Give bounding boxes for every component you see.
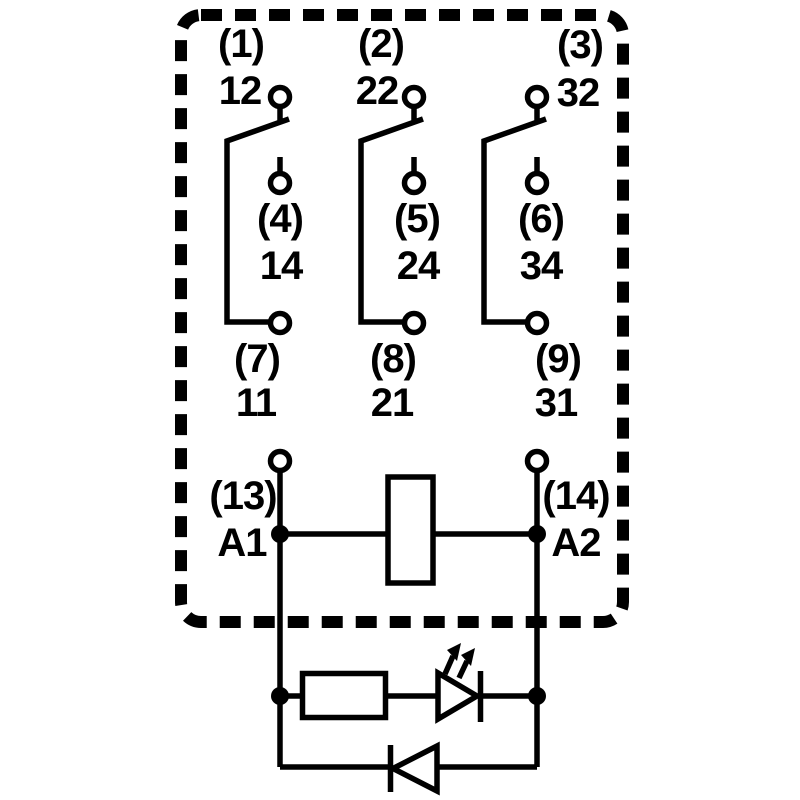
pole-2-nc-terminal-icon: [401, 84, 427, 110]
pole-2-no-pin-label: (5): [394, 197, 440, 241]
coil-symbol: [385, 474, 436, 586]
a1-junction-dot: [271, 525, 289, 543]
a2-junction-dot: [528, 525, 546, 543]
a2-terminal-label: A2: [551, 521, 600, 565]
led-light-arrow-2-head: [461, 648, 475, 666]
pole-2-com-terminal-icon: [401, 310, 427, 336]
led-branch-right-junction-dot: [528, 687, 546, 705]
led-triangle-icon: [435, 668, 483, 724]
pole-3-no-terminal-icon: [524, 170, 550, 196]
pole-2-contact-set: [358, 84, 427, 336]
pole-2-com-contact-label: 21: [371, 381, 414, 425]
pole-3-no-contact-label: 34: [520, 244, 564, 288]
pole-3-com-pin-label: (9): [535, 337, 581, 381]
pole-3-com-contact-label: 31: [535, 381, 578, 425]
a1-terminal-label: A1: [217, 521, 267, 565]
pole-1-nc-pin-label: (1): [218, 22, 264, 66]
resistor-symbol: [299, 670, 389, 721]
relay-enclosure-outline: [175, 9, 629, 628]
pole-1-com-terminal-icon: [267, 310, 293, 336]
pole-3-nc-contact-label: 32: [557, 71, 600, 115]
coil-circuit: [267, 448, 550, 767]
pole-1-switch-wiring: [224, 107, 290, 325]
led-indicator-branch: [271, 643, 546, 724]
pole-1-no-contact-label: 14: [260, 244, 304, 288]
pole-3-contact-set: [481, 84, 550, 336]
pole-3-nc-pin-label: (3): [557, 23, 603, 67]
pole-2-com-pin-label: (8): [370, 337, 416, 381]
pole-1-no-terminal-icon: [267, 170, 293, 196]
a1-pin-label: (13): [209, 474, 276, 518]
led-light-arrow-2: [456, 659, 470, 680]
diode-triangle-icon: [386, 741, 440, 796]
labels: (1) 12 (4) 14 (7) 11 (2) 22 (5) 24 (8) 2…: [209, 22, 610, 565]
led-light-arrow-1: [442, 654, 456, 676]
pole-1-no-pin-label: (4): [257, 197, 303, 241]
a2-pin-label: (14): [542, 474, 609, 518]
pole-2-nc-contact-label: 22: [356, 69, 399, 113]
pole-2-no-contact-label: 24: [397, 244, 441, 288]
pole-1-com-contact-label: 11: [236, 381, 277, 425]
pole-1-com-pin-label: (7): [234, 337, 280, 381]
pole-3-com-terminal-icon: [524, 310, 550, 336]
pole-1-contact-set: [224, 84, 293, 336]
pole-1-nc-terminal-icon: [267, 84, 293, 110]
diode-branch: [280, 741, 537, 796]
pole-1-nc-contact-label: 12: [219, 69, 262, 113]
pole-3-switch-wiring: [481, 107, 547, 325]
a2-terminal-icon: [524, 448, 550, 474]
led-branch-left-junction-dot: [271, 687, 289, 705]
led-light-arrow-1-head: [447, 643, 461, 661]
pole-2-nc-pin-label: (2): [358, 22, 404, 66]
pole-3-nc-terminal-icon: [524, 84, 550, 110]
pole-2-no-terminal-icon: [401, 170, 427, 196]
pole-2-switch-wiring: [358, 107, 424, 325]
pole-3-no-pin-label: (6): [518, 197, 564, 241]
a1-terminal-icon: [267, 448, 293, 474]
